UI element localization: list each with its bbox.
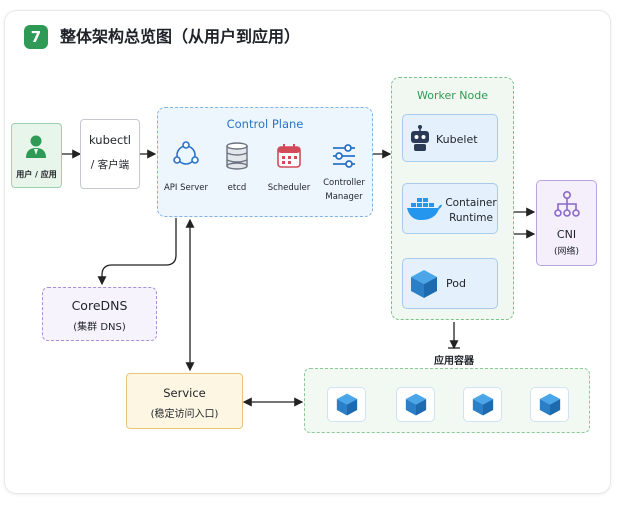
user-label: 用户 / 应用 [16, 170, 57, 179]
kubectl-client-label: / 客户端 [90, 159, 130, 171]
etcd-label: etcd [227, 183, 247, 193]
runtime-label: Runtime [449, 212, 493, 224]
cube-icon [405, 393, 427, 416]
coredns-sub-label: (集群 DNS) [73, 322, 126, 333]
worker-node-title: Worker Node [417, 89, 488, 102]
api-server-label: API Server [163, 183, 209, 193]
kubectl-box[interactable] [80, 119, 140, 189]
containers-label: 应用容器 [434, 356, 474, 367]
coredns-label: CoreDNS [71, 298, 128, 313]
cni-box[interactable] [536, 180, 597, 266]
service-box[interactable] [126, 373, 243, 429]
sliders-icon [333, 144, 355, 168]
pod-label: Pod [446, 277, 466, 290]
network-icon [554, 190, 580, 217]
step-badge: 7 [24, 25, 48, 49]
docker-whale-icon [407, 198, 442, 220]
kubectl-label: kubectl [89, 133, 131, 147]
manager-label: Manager [325, 192, 363, 202]
kubelet-label: Kubelet [436, 133, 478, 146]
kubelet-box[interactable] [402, 114, 498, 162]
cube-icon [336, 393, 358, 416]
control-plane-title: Control Plane [226, 117, 304, 131]
service-label: Service [163, 386, 206, 400]
control-plane-box [157, 107, 373, 217]
container-label: Container [445, 197, 497, 209]
coredns-box[interactable] [42, 287, 157, 341]
scheduler-label: Scheduler [267, 183, 311, 193]
arrow-apiserver-coredns [97, 218, 177, 286]
page-title: 整体架构总览图（从用户到应用） [60, 27, 301, 46]
cube-icon [539, 393, 561, 416]
calendar-icon [277, 144, 301, 168]
controller-label: Controller [323, 178, 365, 188]
database-icon [226, 142, 248, 170]
api-server-icon [173, 141, 199, 165]
cube-icon [411, 270, 437, 298]
cube-icon [472, 393, 494, 416]
cni-network-label: (网络) [553, 247, 580, 257]
robot-icon [411, 125, 429, 151]
cni-label: CNI [556, 228, 577, 241]
service-sub-label: (稳定访问入口) [150, 409, 219, 420]
user-icon [26, 135, 46, 158]
